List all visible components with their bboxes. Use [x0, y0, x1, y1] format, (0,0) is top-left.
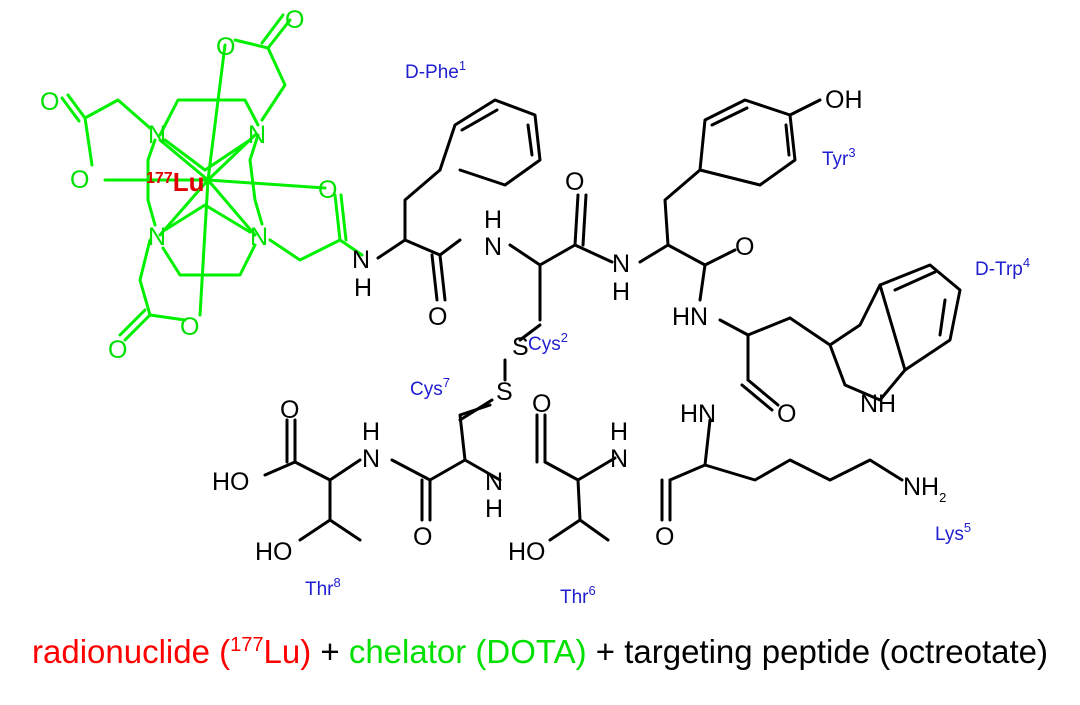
- dota-o8-label: O: [180, 313, 199, 341]
- residue-thr8: Thr8: [305, 575, 341, 600]
- caption-peptide: targeting peptide (octreotate): [624, 633, 1048, 670]
- h-thr6: H: [610, 418, 628, 446]
- dota-o7-label: O: [108, 336, 127, 364]
- dota-chelator: [60, 13, 364, 342]
- h-phe: H: [354, 274, 372, 302]
- o-trp: O: [777, 400, 796, 428]
- o-thr8: O: [280, 396, 299, 424]
- caption-chelator: chelator (DOTA): [348, 633, 587, 670]
- nh2-lys: NH2: [903, 473, 946, 505]
- h-cys7: H: [485, 495, 503, 523]
- o-cys7: O: [413, 523, 432, 551]
- caption-lu-mass: 177: [230, 634, 264, 656]
- s2: S: [496, 378, 513, 406]
- s1: S: [512, 333, 529, 361]
- lutetium-label: 177Lu: [146, 167, 204, 197]
- n-thr6: N: [610, 445, 628, 473]
- o-tyr: O: [735, 233, 754, 261]
- residue-dphe: D-Phe1: [405, 58, 466, 83]
- structure-diagram: N N N N O O O O O O O O 177Lu: [40, 6, 1030, 608]
- dota-o4-label: O: [285, 6, 304, 34]
- h-tyr: H: [612, 278, 630, 306]
- figure-caption: radionuclide (177Lu) + chelator (DOTA) +…: [0, 633, 1080, 671]
- nh-phe: N: [352, 246, 370, 274]
- caption-lu-symbol: Lu): [263, 633, 312, 670]
- dota-o5-label: O: [318, 176, 337, 204]
- residue-cys2: Cys2: [528, 330, 568, 355]
- n-cys7: N: [485, 468, 503, 496]
- dota-n2-label: N: [248, 121, 266, 149]
- dota-o3-label: O: [216, 33, 235, 61]
- dota-o1-label: O: [40, 88, 59, 116]
- ho-acid: HO: [212, 468, 250, 496]
- residue-dtrp: D-Trp4: [975, 255, 1030, 280]
- caption-radionuclide: radionuclide (: [32, 633, 231, 670]
- residue-thr6: Thr6: [560, 583, 596, 608]
- dota-n4-label: N: [250, 223, 268, 251]
- n-cys2: N: [484, 233, 502, 261]
- caption-plus-1: +: [311, 633, 349, 670]
- oh-tyr: OH: [825, 86, 863, 114]
- n-tyr: N: [612, 250, 630, 278]
- residue-lys: Lys5: [935, 520, 971, 545]
- residue-tyr: Tyr3: [822, 145, 856, 170]
- nh-indole: NH: [860, 390, 896, 418]
- dota-o2-label: O: [70, 166, 89, 194]
- h-thr8: H: [362, 418, 380, 446]
- o-thr6: O: [532, 390, 551, 418]
- ho-thr6: HO: [508, 538, 546, 566]
- h-cys2: H: [484, 206, 502, 234]
- n-thr8: N: [362, 445, 380, 473]
- caption-plus-2: +: [586, 633, 625, 670]
- ho-thr8: HO: [255, 538, 293, 566]
- dota-n3-label: N: [148, 223, 166, 251]
- o-lys: O: [655, 523, 674, 551]
- peptide-bonds: [263, 98, 962, 542]
- hn-lys: HN: [680, 400, 716, 428]
- residue-cys7: Cys7: [410, 375, 450, 400]
- hn-trp: HN: [672, 303, 708, 331]
- o-cys2: O: [565, 168, 584, 196]
- o-phe: O: [428, 303, 447, 331]
- dota-n1-label: N: [148, 121, 166, 149]
